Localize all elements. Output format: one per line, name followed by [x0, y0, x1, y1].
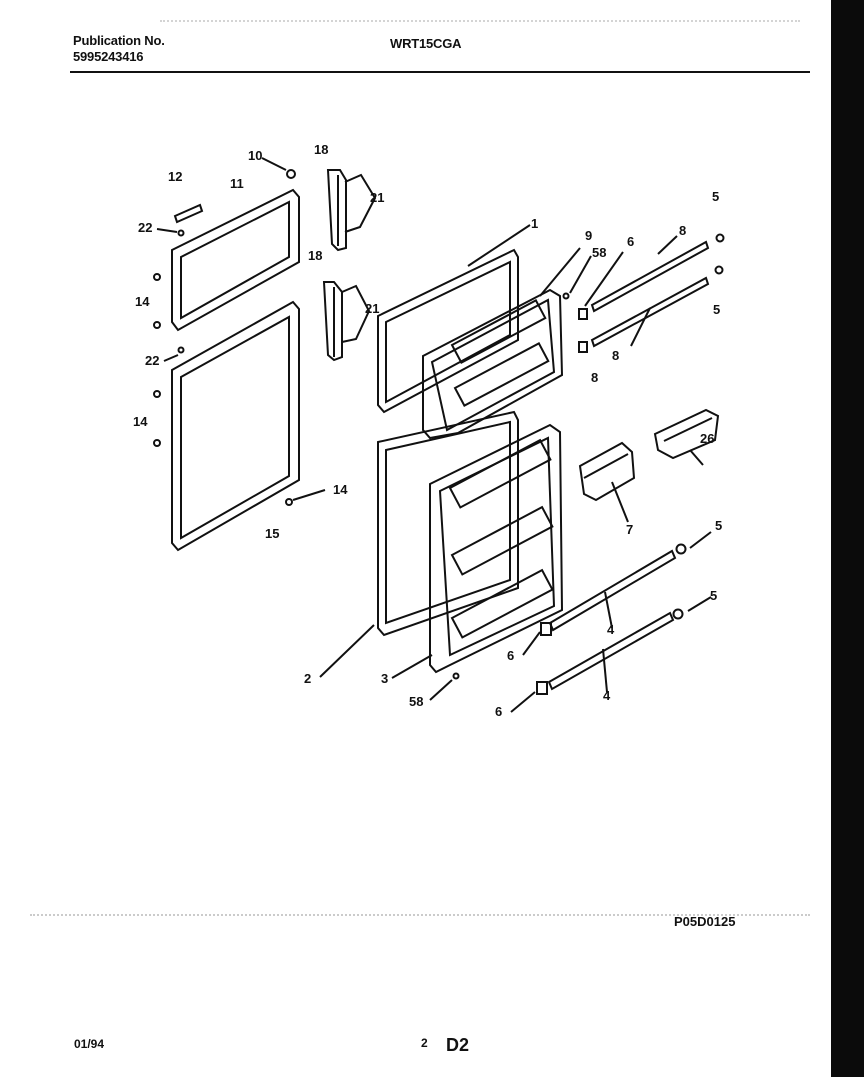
callout-22b: 22: [145, 353, 159, 368]
callout-22a: 22: [138, 220, 152, 235]
part-26-bin: [653, 408, 720, 460]
part-4-bar-lower: [547, 611, 675, 691]
callout-21b: 21: [365, 301, 379, 316]
part-11-freezer-gasket: [171, 188, 300, 332]
part-18-hinge-upper: [326, 169, 377, 252]
callout-11: 11: [230, 176, 244, 191]
header-rule: [70, 71, 810, 73]
part-3-fresh-food-door-liner: [429, 423, 564, 674]
part-2-fresh-food-gasket: [377, 410, 519, 637]
callout-12: 12: [168, 169, 182, 184]
callout-5b: 5: [713, 302, 720, 317]
part-7-dairy-door: [578, 441, 636, 502]
callout-5d: 5: [710, 588, 717, 603]
scan-edge-bar: [831, 0, 864, 1077]
callout-6a: 6: [627, 234, 634, 249]
scan-noise-lower: [30, 914, 810, 916]
callout-21a: 21: [370, 190, 384, 205]
callout-58b: 58: [409, 694, 423, 709]
part-8-bar-lower: [590, 276, 710, 348]
callout-5c: 5: [715, 518, 722, 533]
part-1-freezer-door-panel: [377, 248, 519, 414]
callout-1: 1: [531, 216, 538, 231]
callout-3: 3: [381, 671, 388, 686]
callout-18a: 18: [314, 142, 328, 157]
part-4-bar-upper: [548, 549, 677, 632]
callout-4b: 4: [603, 688, 611, 703]
callout-8b: 8: [612, 348, 619, 363]
callout-4a: 4: [607, 622, 615, 637]
model-number: WRT15CGA: [390, 36, 462, 51]
callout-14b: 14: [133, 414, 148, 429]
publication-label: Publication No.: [73, 33, 165, 48]
part-15-fresh-food-gasket: [171, 300, 300, 552]
callout-8c: 8: [591, 370, 598, 385]
scan-noise: [160, 20, 800, 22]
callout-18b: 18: [308, 248, 322, 263]
callout-15: 15: [265, 526, 279, 541]
figure-code: P05D0125: [674, 914, 736, 929]
part-12-bracket: [173, 203, 204, 224]
part-18-hinge-lower: [322, 281, 371, 362]
callout-10: 10: [248, 148, 262, 163]
callout-9: 9: [585, 228, 592, 243]
callout-58a: 58: [592, 245, 606, 260]
callout-5a: 5: [712, 189, 719, 204]
footer-page-number: 2: [421, 1036, 428, 1050]
footer-section: D2: [446, 1035, 470, 1055]
footer-date: 01/94: [74, 1037, 105, 1051]
callout-26: 26: [700, 431, 714, 446]
callout-14a: 14: [135, 294, 150, 309]
callout-14c: 14: [333, 482, 348, 497]
part-8-bar-upper: [590, 240, 710, 313]
callout-7: 7: [626, 522, 633, 537]
callout-6c: 6: [495, 704, 502, 719]
callout-8a: 8: [679, 223, 686, 238]
callout-6b: 6: [507, 648, 514, 663]
publication-number: 5995243416: [73, 49, 144, 64]
callout-2: 2: [304, 671, 311, 686]
part-10-cap: [286, 169, 296, 179]
